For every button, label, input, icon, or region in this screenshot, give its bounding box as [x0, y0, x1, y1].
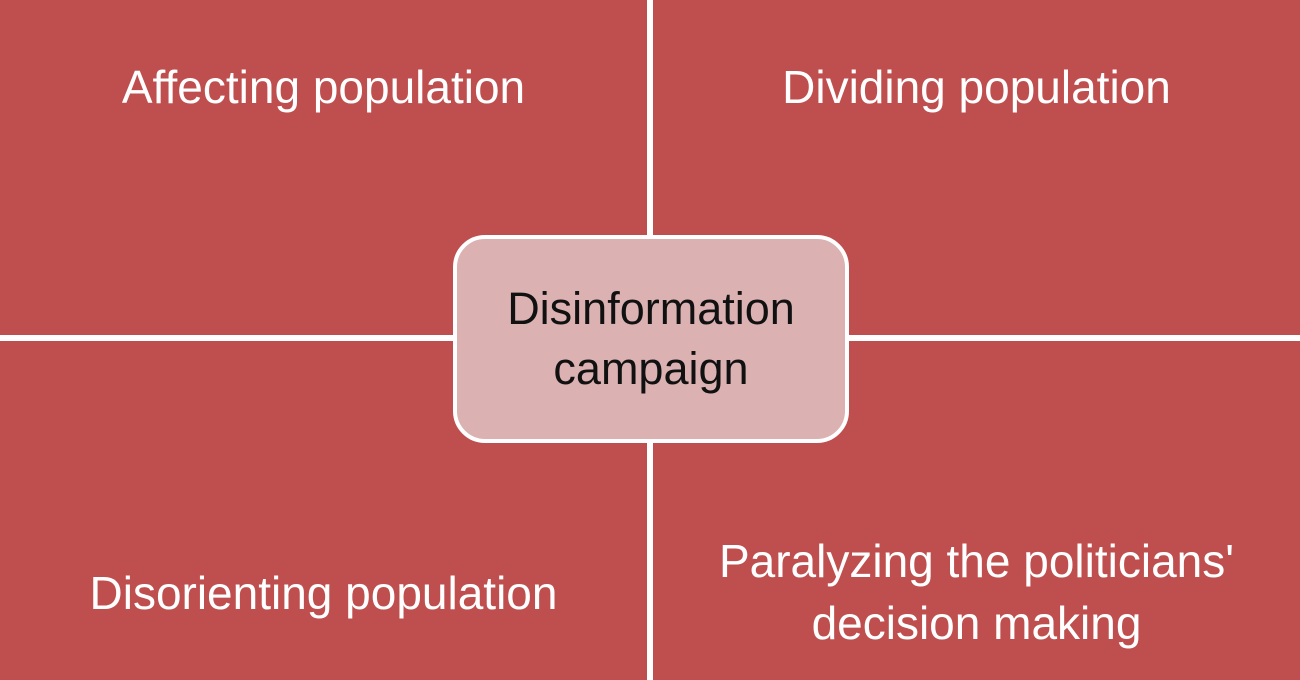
quadrant-label-affecting: Affecting population — [121, 61, 526, 113]
quadrant-label-disorienting: Disorienting population — [89, 567, 558, 620]
quadrant-label-dividing: Dividing population — [782, 61, 1171, 113]
center-node-disinformation-campaign: Disinformation campaign — [453, 235, 849, 443]
quadrant-affecting-population: Affecting population — [0, 0, 647, 335]
center-label: Disinformation campaign — [507, 283, 795, 394]
quadrant-label-paralyzing: Paralyzing the politicians' decision mak… — [718, 535, 1235, 649]
